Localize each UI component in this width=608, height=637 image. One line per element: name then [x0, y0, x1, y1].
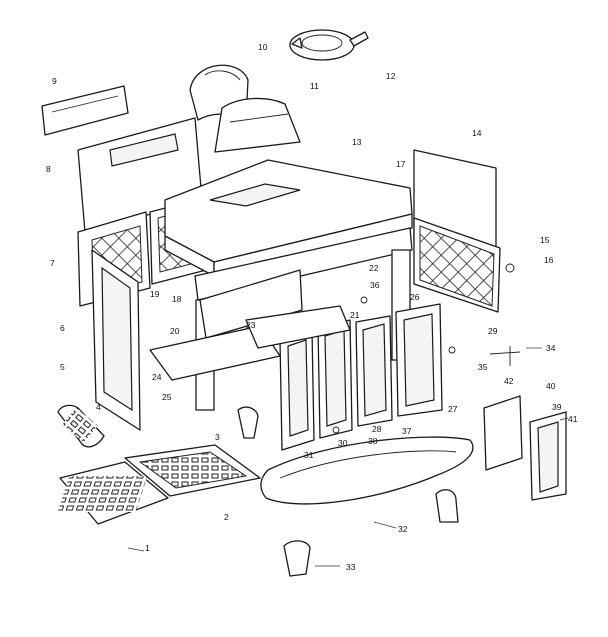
- callout-label: 30: [338, 438, 348, 448]
- callout-label: 38: [368, 436, 378, 446]
- part-flue-adapter: [214, 97, 301, 153]
- callout-label: 37: [402, 426, 412, 436]
- callout-label: 23: [246, 320, 256, 330]
- callout-label: 41: [568, 414, 578, 424]
- part-tray: [260, 436, 474, 505]
- callout-label: 17: [396, 159, 406, 169]
- callout-label: 20: [170, 326, 180, 336]
- part-hardware: [332, 263, 521, 434]
- callout-label: 31: [304, 450, 314, 460]
- callout-label: 13: [352, 137, 362, 147]
- part-left-frame: [91, 249, 141, 431]
- leader-lines: [127, 347, 569, 567]
- callout-label: 40: [546, 381, 556, 391]
- callout-label: 19: [150, 289, 160, 299]
- callout-label: 39: [552, 402, 562, 412]
- callout-label: 36: [370, 280, 380, 290]
- part-small-grille: [57, 404, 105, 448]
- callout-label: 10: [258, 42, 268, 52]
- callout-label: 11: [310, 81, 319, 91]
- callout-label: 35: [478, 362, 488, 372]
- callout-label: 18: [172, 294, 182, 304]
- part-side-door: [483, 395, 567, 501]
- callout-label: 5: [60, 362, 65, 372]
- callout-label: 16: [544, 255, 554, 265]
- callout-label: 25: [162, 392, 172, 402]
- callout-label: 9: [52, 76, 57, 86]
- part-lid: [289, 29, 369, 61]
- callout-label: 42: [504, 376, 514, 386]
- callout-label: 6: [60, 323, 65, 333]
- callout-label: 24: [152, 372, 162, 382]
- callout-labels: 1 2 3 4 5 6 7 8 9 10 11 12 13 14 15 16 1…: [46, 42, 578, 572]
- callout-label: 34: [546, 343, 556, 353]
- callout-label: 2: [224, 512, 229, 522]
- callout-label: 26: [410, 292, 420, 302]
- part-ash-pans: [57, 444, 261, 525]
- callout-label: 22: [369, 263, 379, 273]
- callout-label: 1: [145, 543, 150, 553]
- callout-label: 21: [350, 310, 360, 320]
- callout-label: 33: [346, 562, 356, 572]
- callout-label: 29: [488, 326, 498, 336]
- callout-label: 3: [215, 432, 220, 442]
- part-top-plate: [41, 85, 129, 136]
- callout-label: 4: [96, 402, 101, 412]
- callout-label: 15: [540, 235, 550, 245]
- callout-label: 32: [398, 524, 408, 534]
- callout-label: 7: [50, 258, 55, 268]
- callout-label: 8: [46, 164, 51, 174]
- callout-label: 28: [372, 424, 382, 434]
- part-right-lattice-panel: [413, 217, 501, 313]
- callout-label: 27: [448, 404, 458, 414]
- part-door-frames: [245, 303, 443, 451]
- callout-label: 14: [472, 128, 482, 138]
- callout-label: 12: [386, 71, 396, 81]
- part-feet: [237, 406, 459, 577]
